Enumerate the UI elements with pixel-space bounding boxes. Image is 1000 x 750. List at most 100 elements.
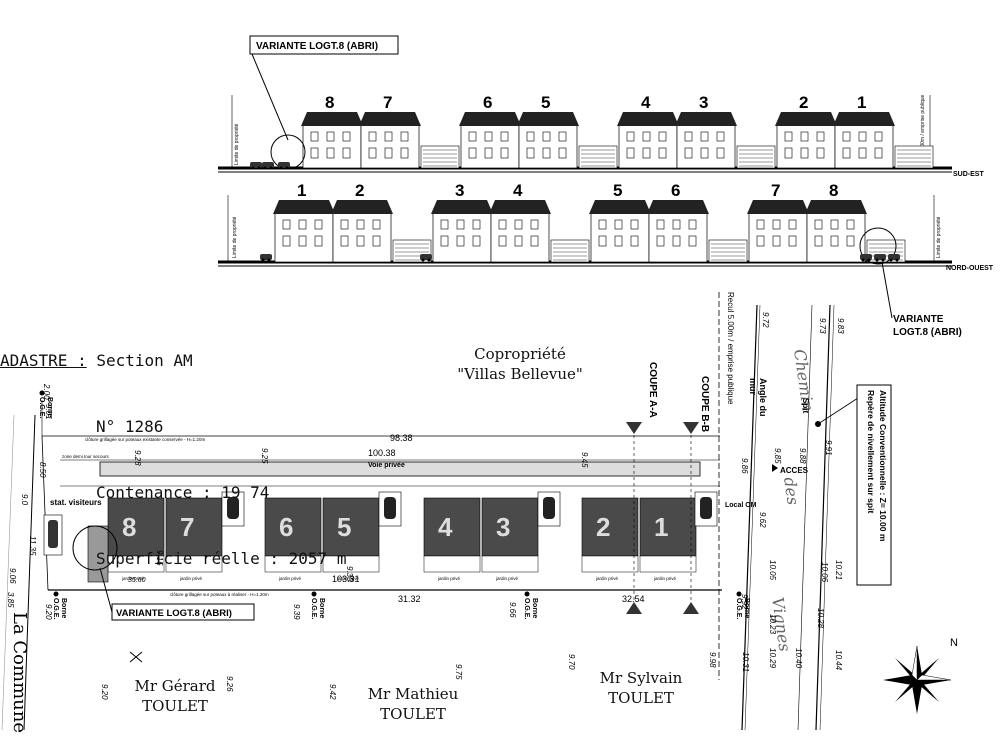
cadastre-l1-value: Section AM — [96, 351, 193, 370]
level-reading: 9.20 — [100, 684, 109, 700]
elev-bot-number: 7 — [771, 181, 780, 200]
chemin-l2: des — [780, 476, 803, 506]
north-compass: N — [883, 637, 958, 714]
level-reading: 9.85 — [773, 448, 782, 464]
neighbor-1: Mr Gérard TOULET — [110, 676, 240, 716]
elev-bot-number: 2 — [355, 181, 364, 200]
elev-top-left-note: Limite de propriété — [234, 123, 240, 165]
level-reading: 10.40 — [794, 648, 803, 669]
car-icon — [227, 497, 239, 519]
elevation-sud-est: Limite de propriété Recul 3.00m / empris… — [218, 93, 984, 178]
borne-l2: O.G.E. — [310, 598, 317, 619]
level-reading: 9.30 — [345, 566, 354, 582]
elev-top-house: 8 — [301, 93, 363, 169]
elev-bot-number: 3 — [455, 181, 464, 200]
elev-bot-number: 1 — [297, 181, 306, 200]
elev-top-number: 3 — [699, 93, 708, 112]
borne-l1: Borne — [318, 598, 325, 618]
jardin-label: jardin privé — [653, 576, 677, 581]
level-reading: 10.28 — [816, 608, 825, 629]
borne-l2: O.G.E. — [38, 397, 45, 418]
elev-bot-number: 5 — [613, 181, 622, 200]
level-reading: 3.85 — [6, 592, 15, 608]
elev-top-number: 8 — [325, 93, 334, 112]
neighbor-1-name: Mr Gérard — [134, 677, 216, 695]
plan-lot-number: 8 — [122, 512, 136, 542]
copro-l2: "Villas Bellevue" — [457, 365, 583, 383]
jardin-label: jardin privé — [437, 576, 461, 581]
cadastre-l4: Superficie réelle : 2057 m — [96, 549, 347, 568]
dim-bottom-4: 32.54 — [622, 594, 645, 604]
elev-top-number: 5 — [541, 93, 550, 112]
level-reading: 9.86 — [740, 458, 749, 474]
car-icon — [262, 162, 274, 170]
level-reading: 9.72 — [761, 312, 770, 328]
level-reading: 9.0 — [20, 494, 29, 506]
level-reading: 9.06 — [8, 568, 17, 584]
level-reading: 9.26 — [225, 676, 234, 692]
voie-privee: Voie privée — [368, 462, 405, 469]
elev-top-tag: SUD-EST — [953, 171, 984, 178]
variant-right-l2: LOGT.8 (ABRI) — [893, 327, 962, 338]
plan-lot-number: 1 — [654, 512, 668, 542]
variant-label-top: VARIANTE LOGT.8 (ABRI) — [249, 35, 399, 141]
coupe-b-b: COUPE B-B — [683, 376, 710, 614]
elev-top-annex — [578, 145, 618, 169]
cloture-top: clôture grillagée sur poteaux existante … — [85, 437, 205, 442]
level-reading: 10.06 — [820, 562, 829, 583]
car-icon — [874, 254, 886, 262]
car-icon — [420, 254, 432, 262]
elev-bot-annex — [550, 239, 590, 263]
variant-plan-text: VARIANTE LOGT.8 (ABRI) — [116, 608, 232, 619]
borne-l2: O.G.E. — [52, 598, 59, 619]
level-reading: 9.15 — [155, 550, 164, 566]
level-reading: 10.05 — [768, 560, 777, 581]
angle-mur-l1: Angle du — [758, 378, 768, 417]
elev-top-right-note: Recul 3.00m / emprise publique — [920, 94, 926, 165]
elev-top-number: 2 — [799, 93, 808, 112]
zone-demi-tour: zone demi tour secours — [62, 454, 110, 459]
borne-l1: Borne — [60, 598, 67, 618]
level-reading: 9.83 — [836, 318, 845, 334]
elev-bot-house: 8 — [805, 181, 867, 263]
level-reading: 10.44 — [834, 650, 843, 671]
level-reading: 9.70 — [567, 654, 576, 670]
elev-top-house: 1 — [833, 93, 895, 169]
jardin-label: jardin privé — [278, 576, 302, 581]
level-reading: 9.20 — [44, 604, 53, 620]
level-reading: 9.92 — [740, 594, 749, 610]
jardin-label: jardin privé — [179, 576, 203, 581]
level-reading: 9.73 — [818, 318, 827, 334]
angle-mur-l2: mur — [748, 378, 758, 396]
neighbor-2-name: Mr Mathieu — [367, 685, 459, 703]
elev-bot-house: 3 — [431, 181, 493, 263]
elev-top-annex — [736, 145, 776, 169]
cadastre-block: ADASTRE : Section AM N° 1286 Contenance … — [0, 306, 346, 592]
elev-bot-right-note: Limite de propriété — [936, 216, 942, 258]
cadastre-l1-label: ADASTRE : — [0, 351, 87, 370]
stat-visiteurs: stat. visiteurs — [50, 498, 102, 507]
neighbor-3-name: Mr Sylvain — [599, 669, 683, 687]
level-reading: 9.42 — [328, 684, 337, 700]
jardin-label: jardin privé — [495, 576, 519, 581]
elev-top-annex — [894, 145, 934, 169]
elev-bot-house: 6 — [647, 181, 709, 263]
dim-bottom-1: 35.60 — [128, 577, 146, 584]
level-reading: 9.88 — [798, 448, 807, 464]
la-commune: La Commune — [9, 612, 30, 733]
level-reading: 10.23 — [768, 614, 777, 635]
variant-label-text: VARIANTE LOGT.8 (ABRI) — [256, 41, 378, 52]
neighbor-1-surname: TOULET — [142, 697, 208, 715]
coupe-a-label: COUPE A-A — [647, 362, 658, 418]
car-icon — [278, 162, 290, 170]
level-reading: 9.91 — [824, 440, 833, 456]
elev-top-house: 7 — [359, 93, 421, 169]
cadastre-l3: Contenance : 19 74 — [96, 483, 270, 502]
spit-label: Spit — [801, 398, 810, 413]
